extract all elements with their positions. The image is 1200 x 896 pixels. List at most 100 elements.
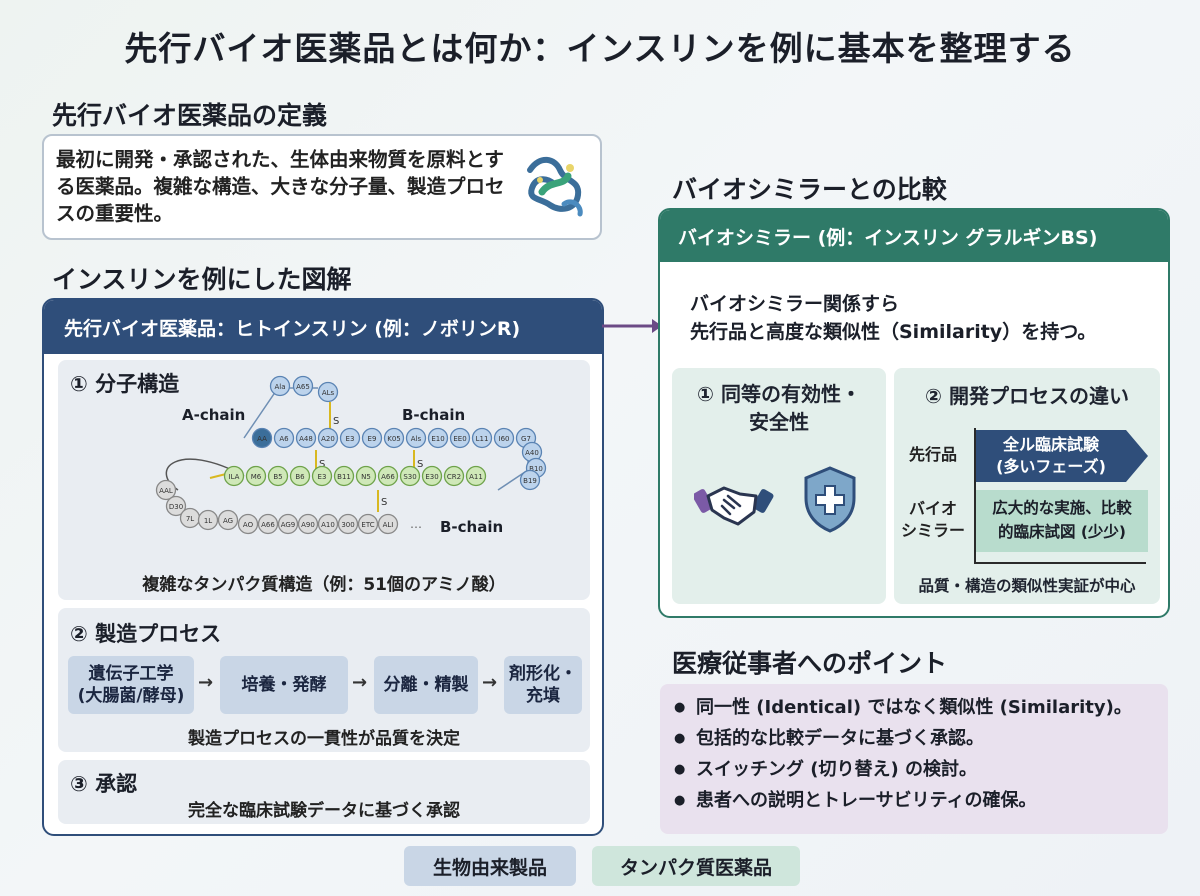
amino-acid-node [251, 427, 273, 449]
manufacturing-process-section: ② 製造プロセス 遺伝子工学 (大腸菌/酵母) → 培養・発酵 → 分離・精製 … [58, 608, 590, 752]
process-step-culture: 培養・発酵 [220, 656, 348, 714]
amino-acid-label: A40 [525, 449, 539, 457]
list-item: 患者への説明とトレーサビリティの確保。 [674, 785, 1154, 816]
amino-acid-label: A20 [321, 435, 335, 443]
list-item: 同一性 (Identical) ではなく類似性 (Similarity)。 [674, 692, 1154, 723]
amino-acid-node [361, 427, 383, 449]
amino-acid-label: K05 [387, 435, 401, 443]
structure-title: ① 分子構造 [70, 372, 180, 396]
amino-acid-node [277, 513, 299, 535]
amino-acid-node [197, 509, 219, 531]
biosimilar-label: バイオ シミラー [900, 499, 965, 540]
amino-acid-node [295, 427, 317, 449]
amino-acid-label: A6 [279, 435, 289, 443]
handshake-icon [692, 468, 774, 532]
amino-acid-node [405, 427, 427, 449]
amino-acid-node [383, 427, 405, 449]
biosimilar-panel-title: バイオシミラー (例：インスリン グラルギンBS) [660, 210, 1168, 262]
originator-panel-title: 先行バイオ医薬品：ヒトインスリン (例：ノボリンR) [44, 300, 602, 354]
efficacy-title: ① 同等の有効性・ 安全性 [697, 382, 861, 434]
amino-acid-node [245, 465, 267, 487]
points-list: 同一性 (Identical) ではなく類似性 (Similarity)。 包括… [660, 684, 1168, 834]
originator-bar [976, 430, 1148, 482]
amino-acid-label: E3 [346, 435, 355, 443]
amino-acid-label: 300 [341, 521, 354, 529]
amino-acid-node [237, 513, 259, 535]
amino-acid-label: ALI [383, 521, 394, 529]
development-title: ② 開発プロセスの違い [925, 384, 1129, 408]
shield-plus-icon [802, 464, 858, 534]
amino-acid-label: N5 [361, 473, 371, 481]
amino-acid-label: A90 [301, 521, 315, 529]
definition-box: 最初に開発・承認された、生体由来物質を原料とする医薬品。複雑な構造、大きな分子量… [42, 134, 602, 240]
amino-acid-label: 7L [186, 515, 194, 523]
amino-acid-label: B19 [523, 477, 537, 485]
amino-acid-node [377, 465, 399, 487]
amino-acid-label: CR2 [447, 473, 461, 481]
a-chain-label: A-chain [182, 406, 245, 424]
amino-acid-label: AG [223, 517, 233, 525]
amino-acid-node [355, 465, 377, 487]
amino-acid-node [427, 427, 449, 449]
efficacy-section: ① 同等の有効性・ 安全性 [672, 368, 886, 604]
amino-acid-label: A66 [381, 473, 395, 481]
amino-acid-node [311, 465, 333, 487]
amino-acid-node [317, 381, 339, 403]
amino-acid-label: E3 [318, 473, 327, 481]
amino-acid-label: AG9 [281, 521, 296, 529]
amino-acid-node [333, 465, 355, 487]
points-heading: 医療従事者へのポイント [672, 649, 948, 678]
development-caption: 品質・構造の類似性実証が中心 [918, 577, 1136, 595]
amino-acid-node [317, 513, 339, 535]
amino-acid-node [421, 465, 443, 487]
amino-acid-label: A10 [321, 521, 335, 529]
amino-acid-label: D30 [169, 503, 183, 511]
amino-acid-label: A65 [296, 383, 310, 391]
amino-acid-label: B5 [273, 473, 282, 481]
amino-acid-node [399, 465, 421, 487]
amino-acid-label: ETC [361, 521, 374, 529]
amino-acid-node [317, 427, 339, 449]
protein-molecule-icon [520, 150, 592, 224]
process-title: ② 製造プロセス [70, 622, 222, 646]
amino-acid-label: B11 [337, 473, 351, 481]
insulin-chain-diagram: SSSSSAlaA65ALsAAA6A48A20E3E9K05AlsE10EE0… [155, 375, 547, 536]
amino-acid-node [273, 427, 295, 449]
amino-acid-label: B10 [529, 465, 543, 473]
amino-acid-node [223, 465, 245, 487]
bond-label: S [417, 459, 423, 470]
biosimilar-bar [976, 490, 1148, 552]
amino-acid-label: M6 [251, 473, 262, 481]
chart-axis-horizontal [974, 562, 1146, 564]
molecular-structure-section: ① 分子構造 SSSSSAlaA65ALsAAA6A48A20E3E9K05Al… [58, 360, 590, 600]
amino-acid-node [357, 513, 379, 535]
tag-biologic-product: 生物由来製品 [404, 846, 576, 886]
process-step-formulation: 剤形化・ 充填 [504, 656, 582, 714]
biosimilar-description: バイオシミラー関係すら 先行品と高度な類似性（Similarity）を持つ。 [690, 293, 1097, 343]
amino-acid-node [465, 465, 487, 487]
amino-acid-node [471, 427, 493, 449]
chart-axis-vertical [974, 428, 976, 564]
amino-acid-node [257, 513, 279, 535]
definition-heading: 先行バイオ医薬品の定義 [52, 101, 328, 130]
amino-acid-label: AAL [159, 487, 173, 495]
list-item: 包括的な比較データに基づく承認。 [674, 723, 1154, 754]
ellipsis: … [410, 517, 422, 531]
amino-acid-label: AO [243, 521, 254, 529]
amino-acid-label: S30 [403, 473, 416, 481]
amino-acid-label: B6 [295, 473, 305, 481]
definition-text: 最初に開発・承認された、生体由来物質を原料とする医薬品。複雑な構造、大きな分子量… [56, 148, 505, 225]
amino-acid-label: E30 [425, 473, 438, 481]
amino-acid-node [337, 513, 359, 535]
amino-acid-label: A48 [299, 435, 313, 443]
amino-acid-node [292, 375, 314, 397]
process-step-purification: 分離・精製 [374, 656, 478, 714]
amino-acid-label: 1L [204, 517, 212, 525]
process-caption: 製造プロセスの一貫性が品質を決定 [188, 729, 460, 749]
process-step-genetic-engineering: 遺伝子工学 (大腸菌/酵母) [68, 656, 194, 714]
amino-acid-node [297, 513, 319, 535]
amino-acid-label: I60 [499, 435, 510, 443]
amino-acid-node [377, 513, 399, 535]
amino-acid-label: G7 [521, 435, 531, 443]
comparison-heading: バイオシミラーとの比較 [672, 175, 947, 204]
